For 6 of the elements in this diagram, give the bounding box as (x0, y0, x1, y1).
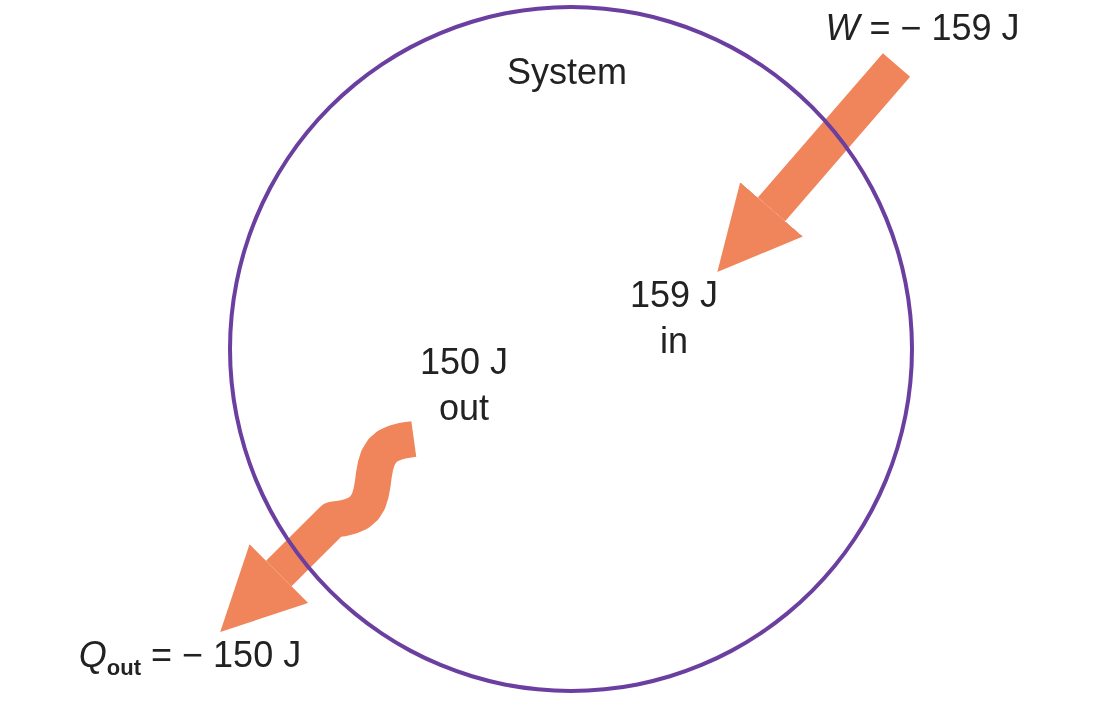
arrow (717, 53, 911, 272)
energy-label: W = − 159 J (765, 5, 1080, 65)
energy-label: 150 J out (399, 339, 529, 439)
energy-label: Q$_{out}$ = − 150 J (10, 632, 370, 692)
system-label: System (506, 50, 628, 94)
energy-label: 159 J in (624, 272, 724, 372)
